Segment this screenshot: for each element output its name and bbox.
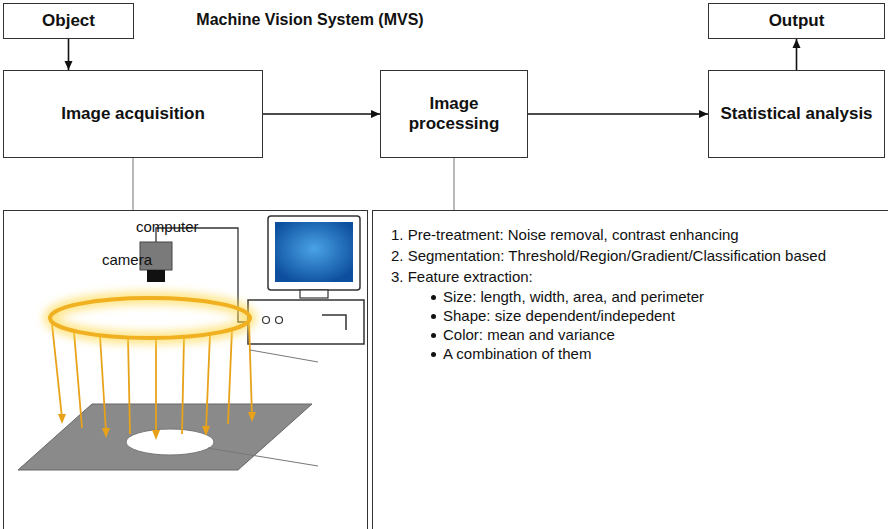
diagram-title: Machine Vision System (MVS) — [150, 11, 470, 29]
monitor — [268, 216, 360, 290]
steps-panel: 1. Pre-treatment: Noise removal, contras… — [372, 210, 888, 529]
step-item: 3. Feature extraction: — [391, 267, 849, 286]
box-label: Output — [769, 11, 825, 31]
process-box: Image processing — [380, 70, 528, 158]
bullet-dot — [431, 295, 436, 300]
component-label: camera — [102, 251, 152, 268]
step-list: 1. Pre-treatment: Noise removal, contras… — [391, 225, 861, 363]
feature-item: Color: mean and variance — [443, 326, 615, 343]
component-label: computer — [136, 218, 199, 235]
computer-case — [248, 300, 364, 344]
setup-panel: computer camera — [3, 210, 368, 529]
flow-arrow — [528, 113, 708, 115]
ring-light — [50, 298, 250, 338]
bullet-dot — [431, 314, 436, 319]
case-button — [276, 317, 283, 324]
monitor-stand — [300, 290, 328, 298]
bullet-row: Color: mean and variance — [391, 325, 861, 344]
bullet-dot — [431, 352, 436, 357]
monitor-screen — [275, 222, 353, 282]
bullet-row: Size: length, width, area, and perimeter — [391, 287, 861, 306]
feature-item: Shape: size dependent/indepedent — [443, 307, 675, 324]
link-line — [132, 158, 133, 210]
sample-object — [126, 429, 214, 455]
bullet-row: Shape: size dependent/indepedent — [391, 306, 861, 325]
bullet-dot — [431, 333, 436, 338]
camera-lens — [147, 270, 165, 282]
link-line — [453, 158, 454, 210]
ring-light-glow — [50, 298, 250, 338]
flow-arrow — [68, 39, 70, 70]
process-box: Statistical analysis — [708, 70, 885, 158]
ray-heads — [58, 412, 256, 440]
input-box: Object — [3, 3, 134, 39]
feature-item: Size: length, width, area, and perimeter — [443, 288, 704, 305]
box-label: Statistical analysis — [720, 104, 872, 124]
box-label: Image acquisition — [61, 104, 205, 124]
leader-line — [208, 448, 318, 466]
leader-line — [250, 350, 318, 362]
step-item: 1. Pre-treatment: Noise removal, contras… — [391, 225, 849, 244]
bullet-row: A combination of them — [391, 344, 861, 363]
step-item: 2. Segmentation: Threshold/Region/Gradie… — [391, 246, 849, 265]
box-label: Object — [42, 11, 95, 31]
case-button — [263, 317, 270, 324]
flow-arrow — [263, 113, 380, 115]
box-label: Image processing — [389, 94, 519, 135]
process-box: Image acquisition — [3, 70, 263, 158]
case-slot — [322, 315, 346, 330]
output-box: Output — [708, 3, 885, 39]
feature-item: A combination of them — [443, 345, 591, 362]
flow-arrow — [796, 39, 798, 70]
